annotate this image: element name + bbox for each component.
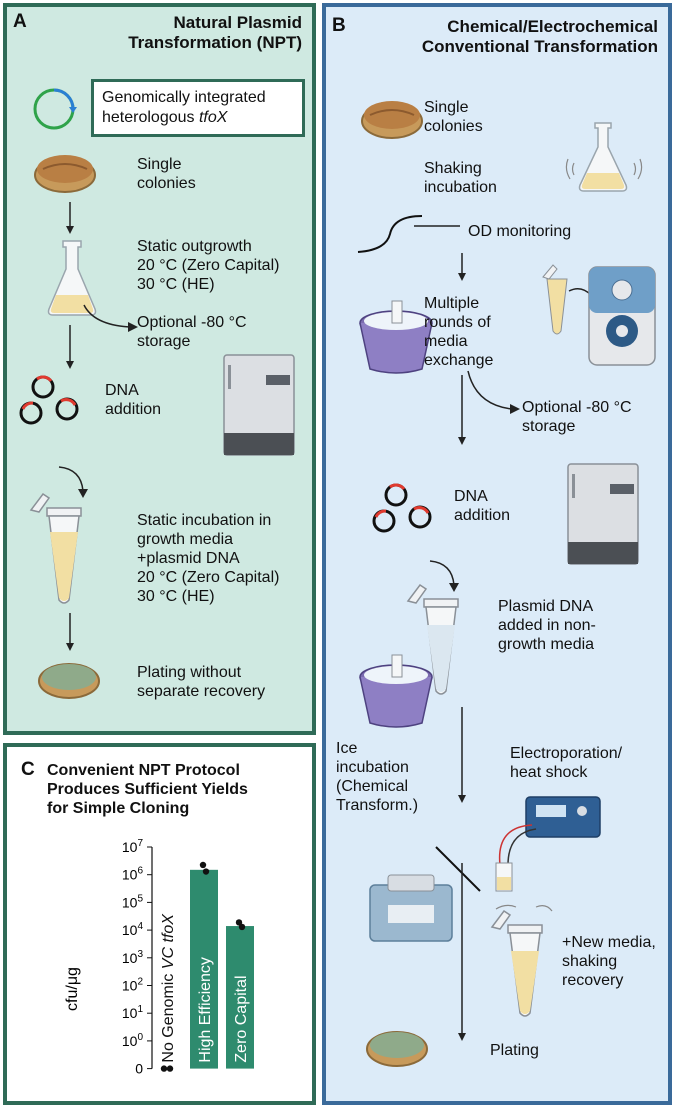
a-static-outgrowth: Static outgrowth 20 °C (Zero Capital) 30…	[137, 238, 280, 293]
points	[160, 861, 246, 1072]
freezer-icon	[567, 463, 639, 565]
petri-dish-icon	[361, 101, 423, 139]
shaking-flask-icon	[565, 122, 643, 192]
growth-curve-icon	[357, 215, 423, 253]
panel-b-title: Chemical/Electrochemical Conventional Tr…	[421, 17, 658, 56]
plating-dish-icon	[38, 663, 100, 699]
shaking-tube-icon	[490, 904, 553, 1017]
y-tick-label: 100	[122, 1032, 144, 1049]
dna-plasmids-icon	[372, 483, 432, 533]
curved-arrow-icon	[467, 370, 520, 414]
b-new-media: +New media, shaking recovery	[562, 934, 656, 989]
data-point	[166, 1065, 174, 1072]
a-static-incubation: Static incubation in growth media +plasm…	[137, 512, 280, 605]
a-optional-storage: Optional -80 °C storage	[137, 314, 247, 350]
arrow-down-icon	[66, 202, 74, 234]
line-icon	[414, 225, 460, 227]
panel-c-title: Convenient NPT Protocol Produces Suffici…	[47, 762, 248, 817]
microtube-icon	[29, 492, 82, 604]
panel-a-title: Natural Plasmid Transformation (NPT)	[128, 13, 302, 52]
tfox-box: Genomically integrated heterologous tfoX	[91, 79, 305, 137]
arrow-down-icon	[458, 707, 466, 803]
panel-b-letter: B	[332, 15, 346, 36]
panel-yield-chart: C Convenient NPT Protocol Produces Suffi…	[3, 743, 316, 1105]
b-dna-addition: DNA addition	[454, 488, 511, 524]
y-tick-label: 104	[122, 921, 144, 938]
data-point	[160, 1065, 168, 1072]
y-tick-label: 102	[122, 977, 144, 994]
y-tick-label: 101	[122, 1004, 144, 1021]
data-point	[202, 868, 210, 875]
y-axis-label: cfu/μg	[64, 967, 81, 1011]
a-dna-addition: DNA addition	[105, 382, 162, 418]
arrow-down-icon	[66, 613, 74, 651]
b-optional-storage: Optional -80 °C storage	[522, 399, 632, 435]
y-tick-label: 103	[122, 949, 144, 966]
tfox-line1: Genomically integrated	[102, 89, 266, 106]
data-point	[238, 923, 246, 931]
a-plating: Plating without separate recovery	[137, 664, 266, 700]
a-single-colonies: Single colonies	[137, 156, 196, 192]
panel-conventional-transformation: B Chemical/Electrochemical Conventional …	[322, 3, 672, 1105]
category-label: Zero Capital	[233, 975, 250, 1062]
petri-dish-icon	[34, 155, 96, 193]
panel-a-letter: A	[13, 11, 27, 32]
category-label: No Genomic VC tfoX	[160, 913, 177, 1063]
curved-arrow-icon	[429, 560, 459, 592]
bar	[226, 926, 254, 1069]
category-labels: No Genomic VC tfoX High Efficiency Zero Ca…	[160, 913, 250, 1063]
y-tick-label: 107	[122, 838, 144, 855]
ice-bucket-icon	[359, 300, 433, 374]
arrow-down-icon	[66, 325, 74, 369]
heat-block-icon	[369, 874, 453, 942]
panel-natural-plasmid-transformation: A Natural Plasmid Transformation (NPT) G…	[3, 3, 316, 735]
panel-c-letter: C	[21, 759, 35, 780]
b-od-monitoring: OD monitoring	[468, 223, 572, 240]
curved-arrow-icon	[58, 466, 88, 498]
curved-arrow-icon	[83, 304, 138, 332]
plating-dish-icon	[366, 1031, 428, 1067]
plasmid-icon	[33, 88, 77, 130]
y-tick-label: 106	[122, 866, 144, 883]
arrow-down-icon	[458, 253, 466, 281]
category-label: High Efficiency	[197, 957, 214, 1063]
centrifuge-icon	[542, 264, 656, 366]
data-point	[235, 919, 243, 926]
b-plasmid-dna: Plasmid DNA added in non- growth media	[498, 598, 596, 653]
b-shaking-incubation: Shaking incubation	[424, 160, 497, 196]
y-tick-label: 105	[122, 893, 144, 910]
bar	[190, 869, 218, 1069]
b-electroporation: Electroporation/ heat shock	[510, 745, 623, 781]
b-media-exchange: Multiple rounds of media exchange	[424, 295, 494, 369]
data-point	[199, 861, 207, 869]
ice-bucket-icon	[359, 654, 433, 728]
tfox-prefix: heterologous	[102, 109, 199, 126]
y-tick-label: 0	[135, 1061, 143, 1077]
b-single-colonies: Single colonies	[424, 99, 483, 135]
b-plating: Plating	[490, 1042, 539, 1059]
dna-plasmids-icon	[19, 375, 79, 425]
y-ticks: 0 100 101 102 103 104 105 106 107	[122, 838, 153, 1077]
electroporator-icon	[495, 796, 601, 892]
freezer-icon	[223, 354, 295, 456]
tfox-line2: heterologous tfoX	[102, 108, 227, 127]
arrow-down-icon	[458, 375, 466, 445]
line-icon	[435, 846, 481, 892]
b-ice-incubation: Ice incubation (Chemical Transform.)	[336, 740, 419, 814]
yield-bar-chart: cfu/μg 0 100 101 102 103 104 105 106 107 No Geno…	[64, 838, 254, 1077]
microtube-icon	[406, 583, 459, 695]
bars	[190, 869, 254, 1069]
arrow-down-icon	[458, 863, 466, 1041]
tfox-gene: tfoX	[198, 109, 228, 126]
